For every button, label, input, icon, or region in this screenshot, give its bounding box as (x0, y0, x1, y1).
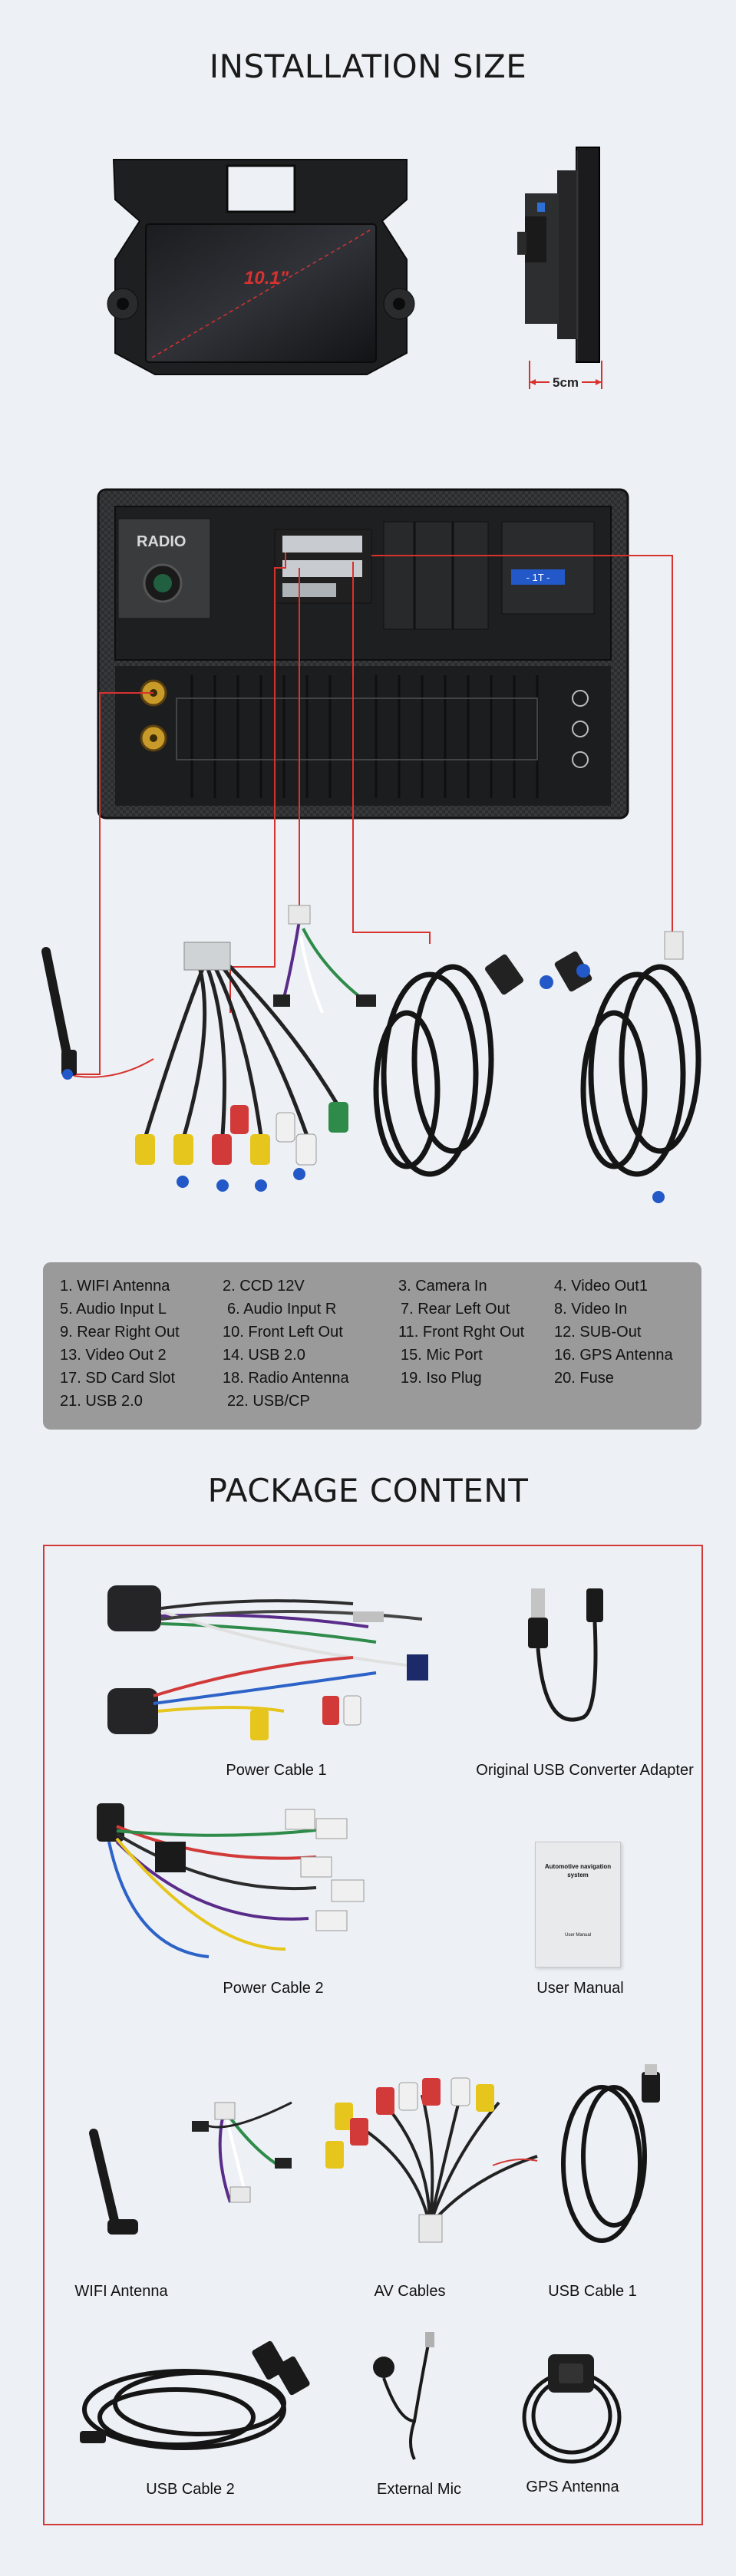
legend-item: 22. USB/CP (227, 1393, 310, 1410)
package-item-caption: Original USB Converter Adapter (476, 1762, 694, 1779)
usb-cables-illustration (373, 964, 701, 1177)
usb-cable-2-image (80, 2340, 310, 2450)
usb-converter-adapter-image (528, 1588, 603, 1722)
legend-item: 10. Front Left Out (223, 1324, 343, 1341)
manual-cover-subtitle: User Manual (564, 1933, 591, 1938)
av-cables-image (325, 2077, 538, 2243)
external-mic-image (373, 2332, 434, 2460)
package-item-caption: External Mic (376, 2481, 462, 2498)
front-view-illustration: 10.1" (107, 159, 415, 375)
legend-item: 14. USB 2.0 (223, 1347, 305, 1364)
connector-legend: 1. WIFI Antenna 2. CCD 12V 3. Camera In … (43, 1262, 701, 1430)
package-item-caption: WIFI Antenna (74, 2283, 168, 2300)
legend-item: 5. Audio Input L (60, 1301, 167, 1318)
legend-item: 15. Mic Port (401, 1347, 483, 1364)
legend-item: 17. SD Card Slot (60, 1370, 176, 1387)
legend-item: 6. Audio Input R (227, 1301, 337, 1318)
av-harness-illustration (135, 942, 348, 1192)
legend-item: 12. SUB-Out (554, 1324, 642, 1341)
wiring-diagram: RADIO - 1T - (41, 488, 701, 1203)
legend-item: 2. CCD 12V (223, 1278, 305, 1295)
legend-item: 16. GPS Antenna (554, 1347, 673, 1364)
package-content-title: PACKAGE CONTENT (207, 1472, 529, 1509)
wifi-antenna-illustration (41, 947, 154, 1080)
ccd-harness-illustration (273, 905, 376, 1014)
package-item-caption: User Manual (536, 1980, 624, 1997)
package-item-caption: Power Cable 2 (223, 1980, 324, 1997)
ccd-harness-image (192, 2101, 292, 2203)
legend-item: 7. Rear Left Out (401, 1301, 510, 1318)
wifi-antenna-image (89, 2129, 138, 2235)
legend-item: 20. Fuse (554, 1370, 614, 1387)
package-item-caption: GPS Antenna (526, 2479, 619, 2495)
legend-item: 3. Camera In (398, 1278, 487, 1295)
legend-item: 4. Video Out1 (554, 1278, 648, 1295)
legend-item: 9. Rear Right Out (60, 1324, 180, 1341)
legend-item: 21. USB 2.0 (60, 1393, 143, 1410)
user-manual-image: Automotive navigation system User Manual (535, 1842, 621, 1967)
side-view-illustration: 5cm (517, 147, 602, 390)
legend-item: 1. WIFI Antenna (60, 1278, 170, 1295)
package-item-caption: USB Cable 1 (548, 2283, 637, 2300)
legend-item: 18. Radio Antenna (223, 1370, 349, 1387)
gps-antenna-image (522, 2354, 622, 2464)
package-item-caption: USB Cable 2 (146, 2481, 235, 2498)
usb-cable-1-image (561, 2064, 660, 2243)
power-cable-2-image (97, 1803, 365, 1958)
package-content-box (43, 1545, 703, 2525)
channel-display: - 1T - (526, 572, 550, 583)
screen-size-label: 10.1" (244, 268, 289, 289)
power-cable-1-image (107, 1585, 428, 1740)
legend-item: 13. Video Out 2 (60, 1347, 167, 1364)
depth-dimension-label: 5cm (553, 375, 579, 390)
manual-cover-title: Automotive navigation system (544, 1863, 612, 1878)
package-item-caption: AV Cables (374, 2283, 446, 2300)
legend-item: 19. Iso Plug (401, 1370, 482, 1387)
legend-item: 11. Front Rght Out (398, 1324, 525, 1341)
installation-size-title: INSTALLATION SIZE (209, 48, 527, 85)
radio-label: RADIO (137, 533, 186, 550)
package-item-caption: Power Cable 1 (226, 1762, 327, 1779)
legend-item: 8. Video In (554, 1301, 628, 1318)
